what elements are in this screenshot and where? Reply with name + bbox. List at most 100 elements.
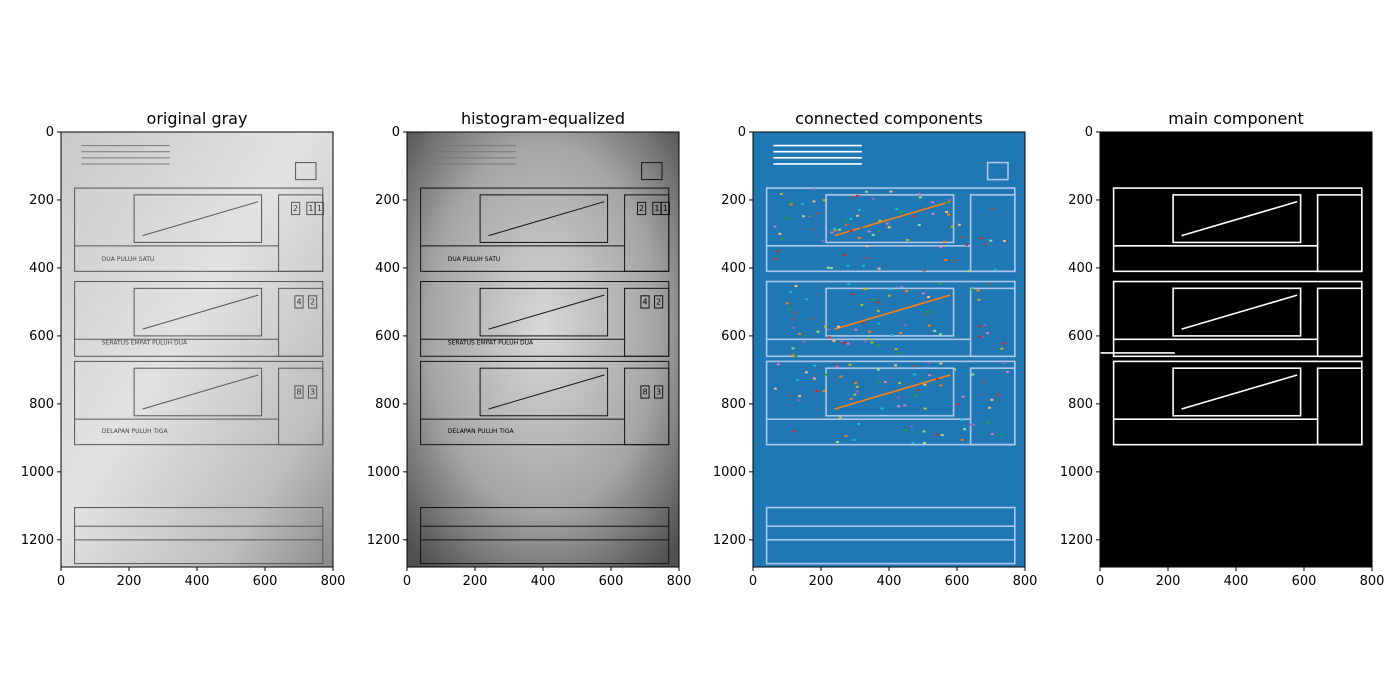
component-blob bbox=[877, 267, 881, 270]
component-blob bbox=[800, 202, 804, 205]
component-blob bbox=[944, 258, 948, 261]
handwritten-text: DELAPAN PULUH TIGA bbox=[102, 428, 169, 435]
component-blob bbox=[913, 394, 917, 397]
component-blob bbox=[918, 196, 922, 199]
component-blob bbox=[885, 222, 889, 225]
component-blob bbox=[939, 333, 943, 336]
component-blob bbox=[890, 334, 894, 337]
tally-box bbox=[133, 287, 263, 337]
component-blob bbox=[986, 421, 990, 424]
y-tick-label: 600 bbox=[29, 329, 54, 344]
vote-box bbox=[308, 385, 318, 399]
tally-diagonal bbox=[834, 200, 951, 237]
component-blob bbox=[785, 302, 789, 305]
component-blob bbox=[911, 441, 915, 444]
component-blob bbox=[835, 366, 839, 369]
vote-box-digit: 8 bbox=[642, 388, 647, 397]
component-blob bbox=[950, 225, 954, 228]
component-blob bbox=[857, 423, 861, 426]
tally-box bbox=[825, 287, 955, 337]
component-blob bbox=[903, 323, 907, 326]
component-blob bbox=[816, 330, 820, 333]
handwritten-text: DUA PULUH SATU bbox=[102, 256, 155, 263]
component-blob bbox=[812, 364, 816, 367]
component-blob bbox=[990, 433, 994, 436]
vote-box-digit: 2 bbox=[293, 204, 298, 213]
vote-box bbox=[294, 385, 304, 399]
component-blob bbox=[850, 196, 854, 199]
component-blob bbox=[797, 332, 801, 335]
component-blob bbox=[977, 298, 981, 301]
component-blob bbox=[1000, 347, 1004, 350]
y-tick-label: 0 bbox=[738, 125, 746, 140]
x-tick-label: 400 bbox=[877, 574, 902, 589]
component-blob bbox=[849, 397, 853, 400]
component-blob bbox=[776, 363, 780, 366]
component-blob bbox=[827, 336, 831, 339]
vote-box-digit: 3 bbox=[310, 388, 315, 397]
x-tick-label: 400 bbox=[185, 574, 210, 589]
x-tick-label: 400 bbox=[531, 574, 556, 589]
component-blob bbox=[832, 339, 836, 342]
x-tick-label: 800 bbox=[1013, 574, 1038, 589]
component-blob bbox=[865, 245, 869, 248]
component-blob bbox=[812, 200, 816, 203]
signature-block bbox=[420, 507, 670, 565]
tally-diagonal bbox=[142, 201, 259, 237]
component-blob bbox=[793, 311, 797, 314]
component-blob bbox=[946, 213, 950, 216]
vote-column bbox=[278, 367, 324, 446]
component-blob bbox=[855, 385, 859, 388]
component-blob bbox=[983, 380, 987, 383]
component-blob bbox=[797, 399, 801, 402]
component-blob bbox=[812, 376, 816, 379]
vote-box-digit: 1 bbox=[317, 204, 322, 213]
component-blob bbox=[926, 362, 930, 365]
vote-box bbox=[637, 201, 647, 216]
component-blob bbox=[964, 243, 968, 246]
y-tick-label: 1000 bbox=[1060, 465, 1093, 480]
component-blob bbox=[877, 380, 881, 383]
component-blob bbox=[773, 225, 777, 228]
component-blob bbox=[912, 364, 916, 367]
tally-diagonal bbox=[834, 374, 951, 410]
component-blob bbox=[807, 215, 811, 218]
component-blob bbox=[854, 328, 858, 331]
image-background bbox=[407, 132, 679, 567]
component-blob bbox=[935, 433, 939, 436]
x-tick-label: 600 bbox=[253, 574, 278, 589]
vote-box-digit: 4 bbox=[642, 298, 647, 307]
component-blob bbox=[870, 341, 874, 344]
component-blob bbox=[822, 199, 826, 202]
component-blob bbox=[833, 229, 837, 232]
component-blob bbox=[804, 371, 808, 374]
component-blob bbox=[897, 405, 901, 408]
component-blob bbox=[880, 407, 884, 410]
component-blob bbox=[773, 387, 777, 390]
component-blob bbox=[846, 264, 850, 267]
component-blob bbox=[923, 407, 927, 410]
component-blob bbox=[931, 201, 935, 204]
y-tick-label: 200 bbox=[375, 193, 400, 208]
component-blob bbox=[889, 190, 893, 193]
vote-column bbox=[624, 194, 670, 272]
vote-column bbox=[1316, 194, 1363, 273]
handwritten-text: SERATUS EMPAT PULUH DUA bbox=[448, 339, 534, 346]
component-blob bbox=[942, 240, 946, 243]
component-blob bbox=[867, 338, 871, 341]
component-blob bbox=[835, 441, 839, 444]
component-blob bbox=[953, 368, 957, 371]
component-blob bbox=[969, 423, 973, 426]
tally-box bbox=[825, 194, 955, 244]
component-blob bbox=[990, 207, 994, 210]
component-blob bbox=[978, 325, 982, 328]
y-tick-label: 1200 bbox=[713, 533, 746, 548]
component-blob bbox=[997, 395, 1001, 398]
component-blob bbox=[995, 393, 999, 396]
y-tick-label: 1200 bbox=[21, 533, 54, 548]
component-blob bbox=[836, 325, 840, 328]
component-blob bbox=[857, 236, 861, 239]
component-blob bbox=[904, 429, 908, 432]
